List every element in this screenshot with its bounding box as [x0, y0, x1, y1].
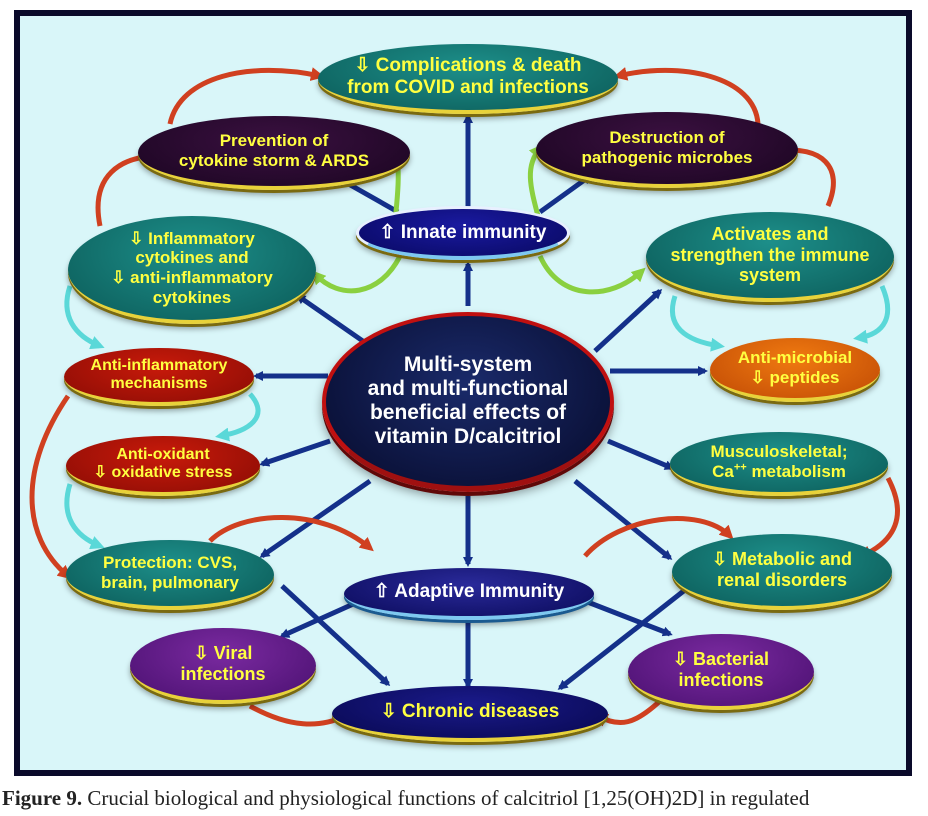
- node-inflammatory-line-2: cytokines and: [135, 248, 249, 268]
- node-inflammatory-cytokines: ⇩ Inflammatory cytokines and ⇩ anti-infl…: [68, 216, 316, 324]
- figure-caption: Figure 9. Crucial biological and physiol…: [0, 786, 928, 816]
- node-complications-line-2: from COVID and infections: [347, 77, 589, 98]
- curve-innate-to-inflammatory: [311, 254, 403, 294]
- node-destruction-line-1: Destruction of: [609, 128, 725, 148]
- node-adaptive-immunity: ⇧ Adaptive Immunity: [344, 568, 594, 620]
- node-prevention: Prevention of cytokine storm & ARDS: [138, 116, 410, 190]
- node-musculoskeletal-sup: ++: [733, 461, 747, 474]
- node-anti-inflammatory-line-1: Anti-inflammatory: [90, 356, 228, 374]
- arrows-layer: [29, 67, 900, 727]
- node-musculoskeletal-line-2: Ca++ metabolism: [712, 462, 846, 482]
- node-metabolic: ⇩ Metabolic and renal disorders: [672, 534, 892, 610]
- curve-anti-oxidant-to-protection: [64, 483, 105, 550]
- node-destruction-line-2: pathogenic microbes: [581, 148, 753, 167]
- node-musculoskeletal-ca: Ca: [712, 462, 734, 481]
- node-anti-oxidant: Anti-oxidant ⇩ oxidative stress: [66, 436, 260, 496]
- arrow-center-to-metabolic: [573, 479, 673, 560]
- node-musculoskeletal-line-1: Musculoskeletal;: [710, 442, 848, 462]
- center-line-1: Multi-system: [403, 352, 533, 376]
- node-prevention-line-2: cytokine storm & ARDS: [178, 151, 370, 170]
- diagram-frame: ⇩ Complications & death from COVID and i…: [14, 10, 912, 776]
- node-metabolic-line-2: renal disorders: [716, 570, 848, 590]
- node-musculoskeletal-metabolism: metabolism: [746, 462, 846, 481]
- node-prevention-line-1: Prevention of: [219, 131, 329, 151]
- node-bacterial-infections: ⇩ Bacterial infections: [628, 634, 814, 710]
- node-viral-line-2: infections: [180, 664, 266, 684]
- center-line-4: vitamin D/calcitriol: [374, 425, 562, 449]
- curve-inflammatory-down-to-protection: [29, 394, 72, 580]
- curve-musculoskeletal-to-metabolic: [857, 476, 900, 559]
- arrow-center-to-protection: [259, 478, 372, 559]
- figure-caption-text: Crucial biological and physiological fun…: [82, 786, 810, 810]
- node-bacterial-line-2: infections: [678, 670, 764, 690]
- curve-protection-to-adaptive: [208, 515, 374, 552]
- arrow-adaptive-to-viral: [279, 598, 362, 639]
- node-protection: Protection: CVS, brain, pulmonary: [66, 540, 274, 610]
- node-adaptive-immunity-label: ⇧ Adaptive Immunity: [373, 581, 565, 603]
- node-complications-line-1: ⇩ Complications & death: [354, 55, 582, 77]
- node-inflammatory-line-3: ⇩ anti-inflammatory: [111, 268, 273, 287]
- arrow-center-to-anti-oxidant: [259, 438, 331, 467]
- node-anti-microbial-line-1: Anti-microbial: [737, 348, 853, 368]
- curve-viral-to-chronic: [248, 703, 350, 727]
- node-complications: ⇩ Complications & death from COVID and i…: [318, 44, 618, 114]
- node-activates-line-3: system: [738, 265, 802, 286]
- node-activates-immune: Activates and strengthen the immune syst…: [646, 212, 894, 302]
- node-anti-microbial: Anti-microbial ⇩ peptides: [710, 338, 880, 402]
- node-innate-immunity-label: ⇧ Innate immunity: [379, 221, 547, 243]
- curve-anti-inflammatory-to-anti-oxidant: [215, 392, 261, 442]
- node-anti-inflammatory: Anti-inflammatory mechanisms: [64, 348, 254, 406]
- node-anti-oxidant-line-2: ⇩ oxidative stress: [93, 464, 233, 481]
- curve-activates-right-to-anti-microbial: [853, 285, 891, 344]
- node-activates-line-2: strengthen the immune: [670, 244, 870, 265]
- arrow-protection-to-chronic: [280, 584, 391, 687]
- node-anti-inflammatory-line-2: mechanisms: [110, 375, 208, 392]
- center-line-3: beneficial effects of: [369, 401, 567, 424]
- node-inflammatory-line-1: ⇩ Inflammatory: [129, 228, 255, 248]
- arrow-center-to-activates: [593, 288, 663, 353]
- node-chronic-diseases: ⇩ Chronic diseases: [332, 686, 608, 742]
- node-innate-immunity: ⇧ Innate immunity: [356, 206, 570, 260]
- curve-destruction-to-complications: [613, 67, 761, 125]
- node-protection-line-1: Protection: CVS,: [102, 553, 238, 573]
- node-musculoskeletal: Musculoskeletal; Ca++ metabolism: [670, 432, 888, 496]
- node-destruction: Destruction of pathogenic microbes: [536, 112, 798, 188]
- node-metabolic-line-1: ⇩ Metabolic and: [711, 549, 853, 570]
- curve-metabolic-to-adaptive: [583, 516, 734, 558]
- node-chronic-line-1: ⇩ Chronic diseases: [380, 701, 560, 723]
- curve-innate-to-activates: [537, 254, 646, 295]
- curve-inflammatory-to-anti-inflammatory: [64, 285, 105, 350]
- node-anti-oxidant-line-1: Anti-oxidant: [116, 445, 210, 463]
- curve-prevention-to-complications: [167, 67, 325, 125]
- node-viral-line-1: ⇩ Viral: [193, 643, 253, 664]
- arrow-metabolic-to-chronic: [557, 584, 692, 690]
- node-inflammatory-line-4: cytokines: [152, 287, 232, 307]
- arrow-center-to-musculoskeletal: [607, 438, 675, 471]
- node-anti-microbial-line-2: ⇩ peptides: [750, 368, 840, 387]
- arrow-adaptive-to-bacterial: [584, 598, 673, 637]
- arrow-innate-to-destruction: [538, 173, 593, 215]
- figure-caption-label: Figure 9.: [2, 786, 83, 810]
- center-line-2: and multi-functional: [367, 376, 569, 400]
- arrow-center-to-inflammatory: [295, 293, 372, 349]
- curve-activates-to-anti-microbial: [669, 295, 725, 352]
- node-bacterial-line-1: ⇩ Bacterial: [672, 649, 770, 670]
- node-protection-line-2: brain, pulmonary: [101, 573, 239, 592]
- node-viral-infections: ⇩ Viral infections: [130, 628, 316, 704]
- node-center-vitamin-d: Multi-system and multi-functional benefi…: [322, 312, 614, 492]
- node-activates-line-1: Activates and: [711, 223, 829, 244]
